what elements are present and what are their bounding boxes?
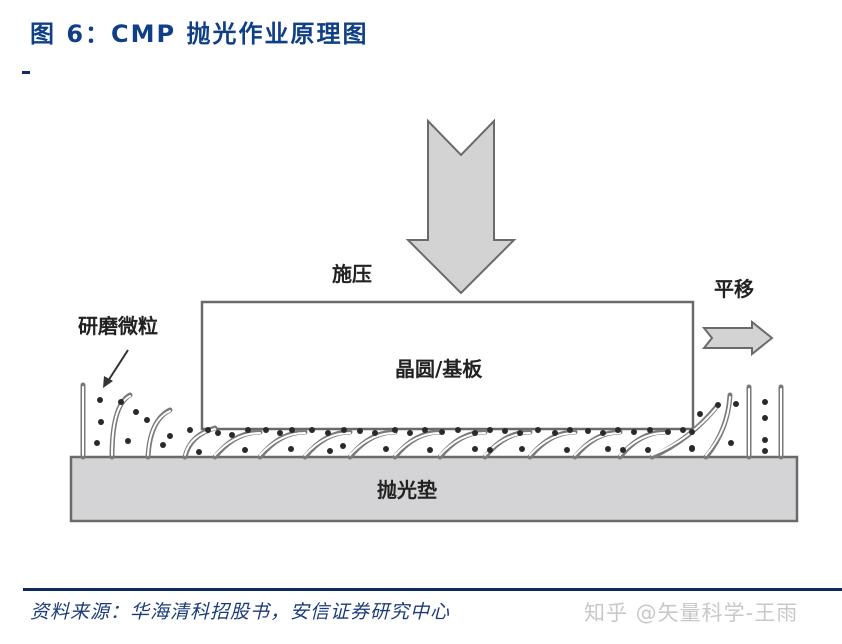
source-note: 资料来源：华海清科招股书，安信证券研究中心 <box>30 601 451 623</box>
watermark: 知乎 @矢量科学-王雨 <box>584 601 799 625</box>
particle-pointer-arrow-icon <box>107 349 129 382</box>
cmp-diagram: 施压 平移 研磨微粒 晶圆/基板 抛光垫 <box>69 118 799 523</box>
translation-label: 平移 <box>714 277 754 301</box>
footer-divider <box>23 588 842 591</box>
polishing-pad-label: 抛光垫 <box>377 478 437 502</box>
translation-arrow-icon <box>701 319 774 357</box>
abrasive-particles-label: 研磨微粒 <box>78 314 158 338</box>
wafer-label: 晶圆/基板 <box>395 357 483 381</box>
figure-title: 图 6：CMP 抛光作业原理图 <box>30 20 369 48</box>
abrasive-particles <box>94 397 768 455</box>
wafer-substrate <box>200 300 695 431</box>
pressure-label: 施压 <box>332 262 372 286</box>
pressure-arrow-icon <box>405 118 517 295</box>
polishing-pad <box>69 455 799 523</box>
title-dash <box>22 71 30 74</box>
